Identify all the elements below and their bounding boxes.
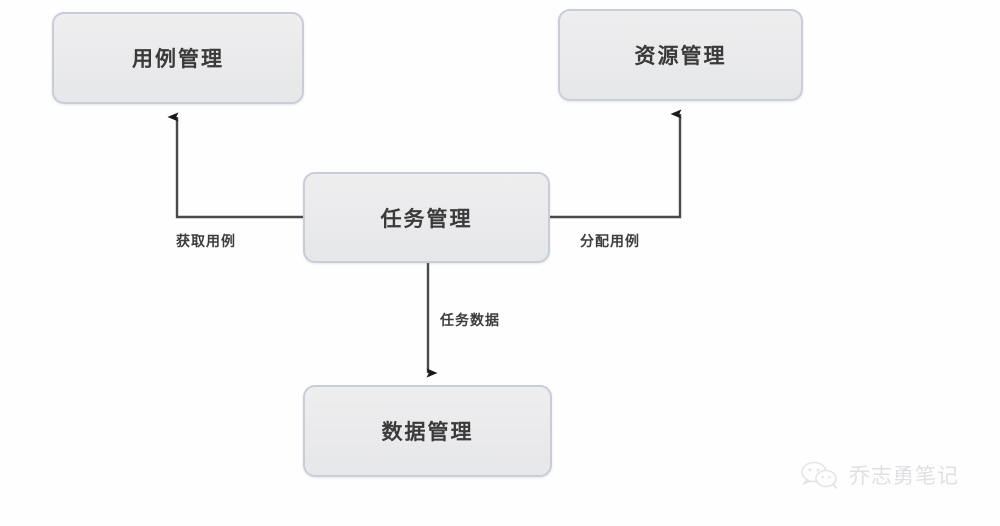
node-usecase[interactable]: 用例管理 bbox=[52, 12, 304, 104]
node-usecase-label: 用例管理 bbox=[132, 48, 224, 71]
node-resource[interactable]: 资源管理 bbox=[558, 9, 803, 101]
node-task-label: 任务管理 bbox=[380, 207, 473, 231]
edge-label-get-usecase: 获取用例 bbox=[176, 233, 236, 249]
node-task[interactable]: 任务管理 bbox=[303, 172, 550, 263]
watermark-text: 乔志勇笔记 bbox=[849, 464, 959, 488]
edge-label-assign-usecase: 分配用例 bbox=[580, 233, 640, 249]
node-data-label: 数据管理 bbox=[381, 421, 474, 444]
wechat-icon bbox=[801, 461, 838, 489]
node-resource-label: 资源管理 bbox=[634, 45, 727, 68]
edge-task-to-usecase bbox=[167, 112, 303, 219]
node-data[interactable]: 数据管理 bbox=[303, 385, 552, 477]
watermark: 乔志勇笔记 bbox=[800, 460, 959, 490]
edge-task-to-resource bbox=[550, 109, 682, 219]
edge-label-task-data: 任务数据 bbox=[440, 312, 500, 328]
